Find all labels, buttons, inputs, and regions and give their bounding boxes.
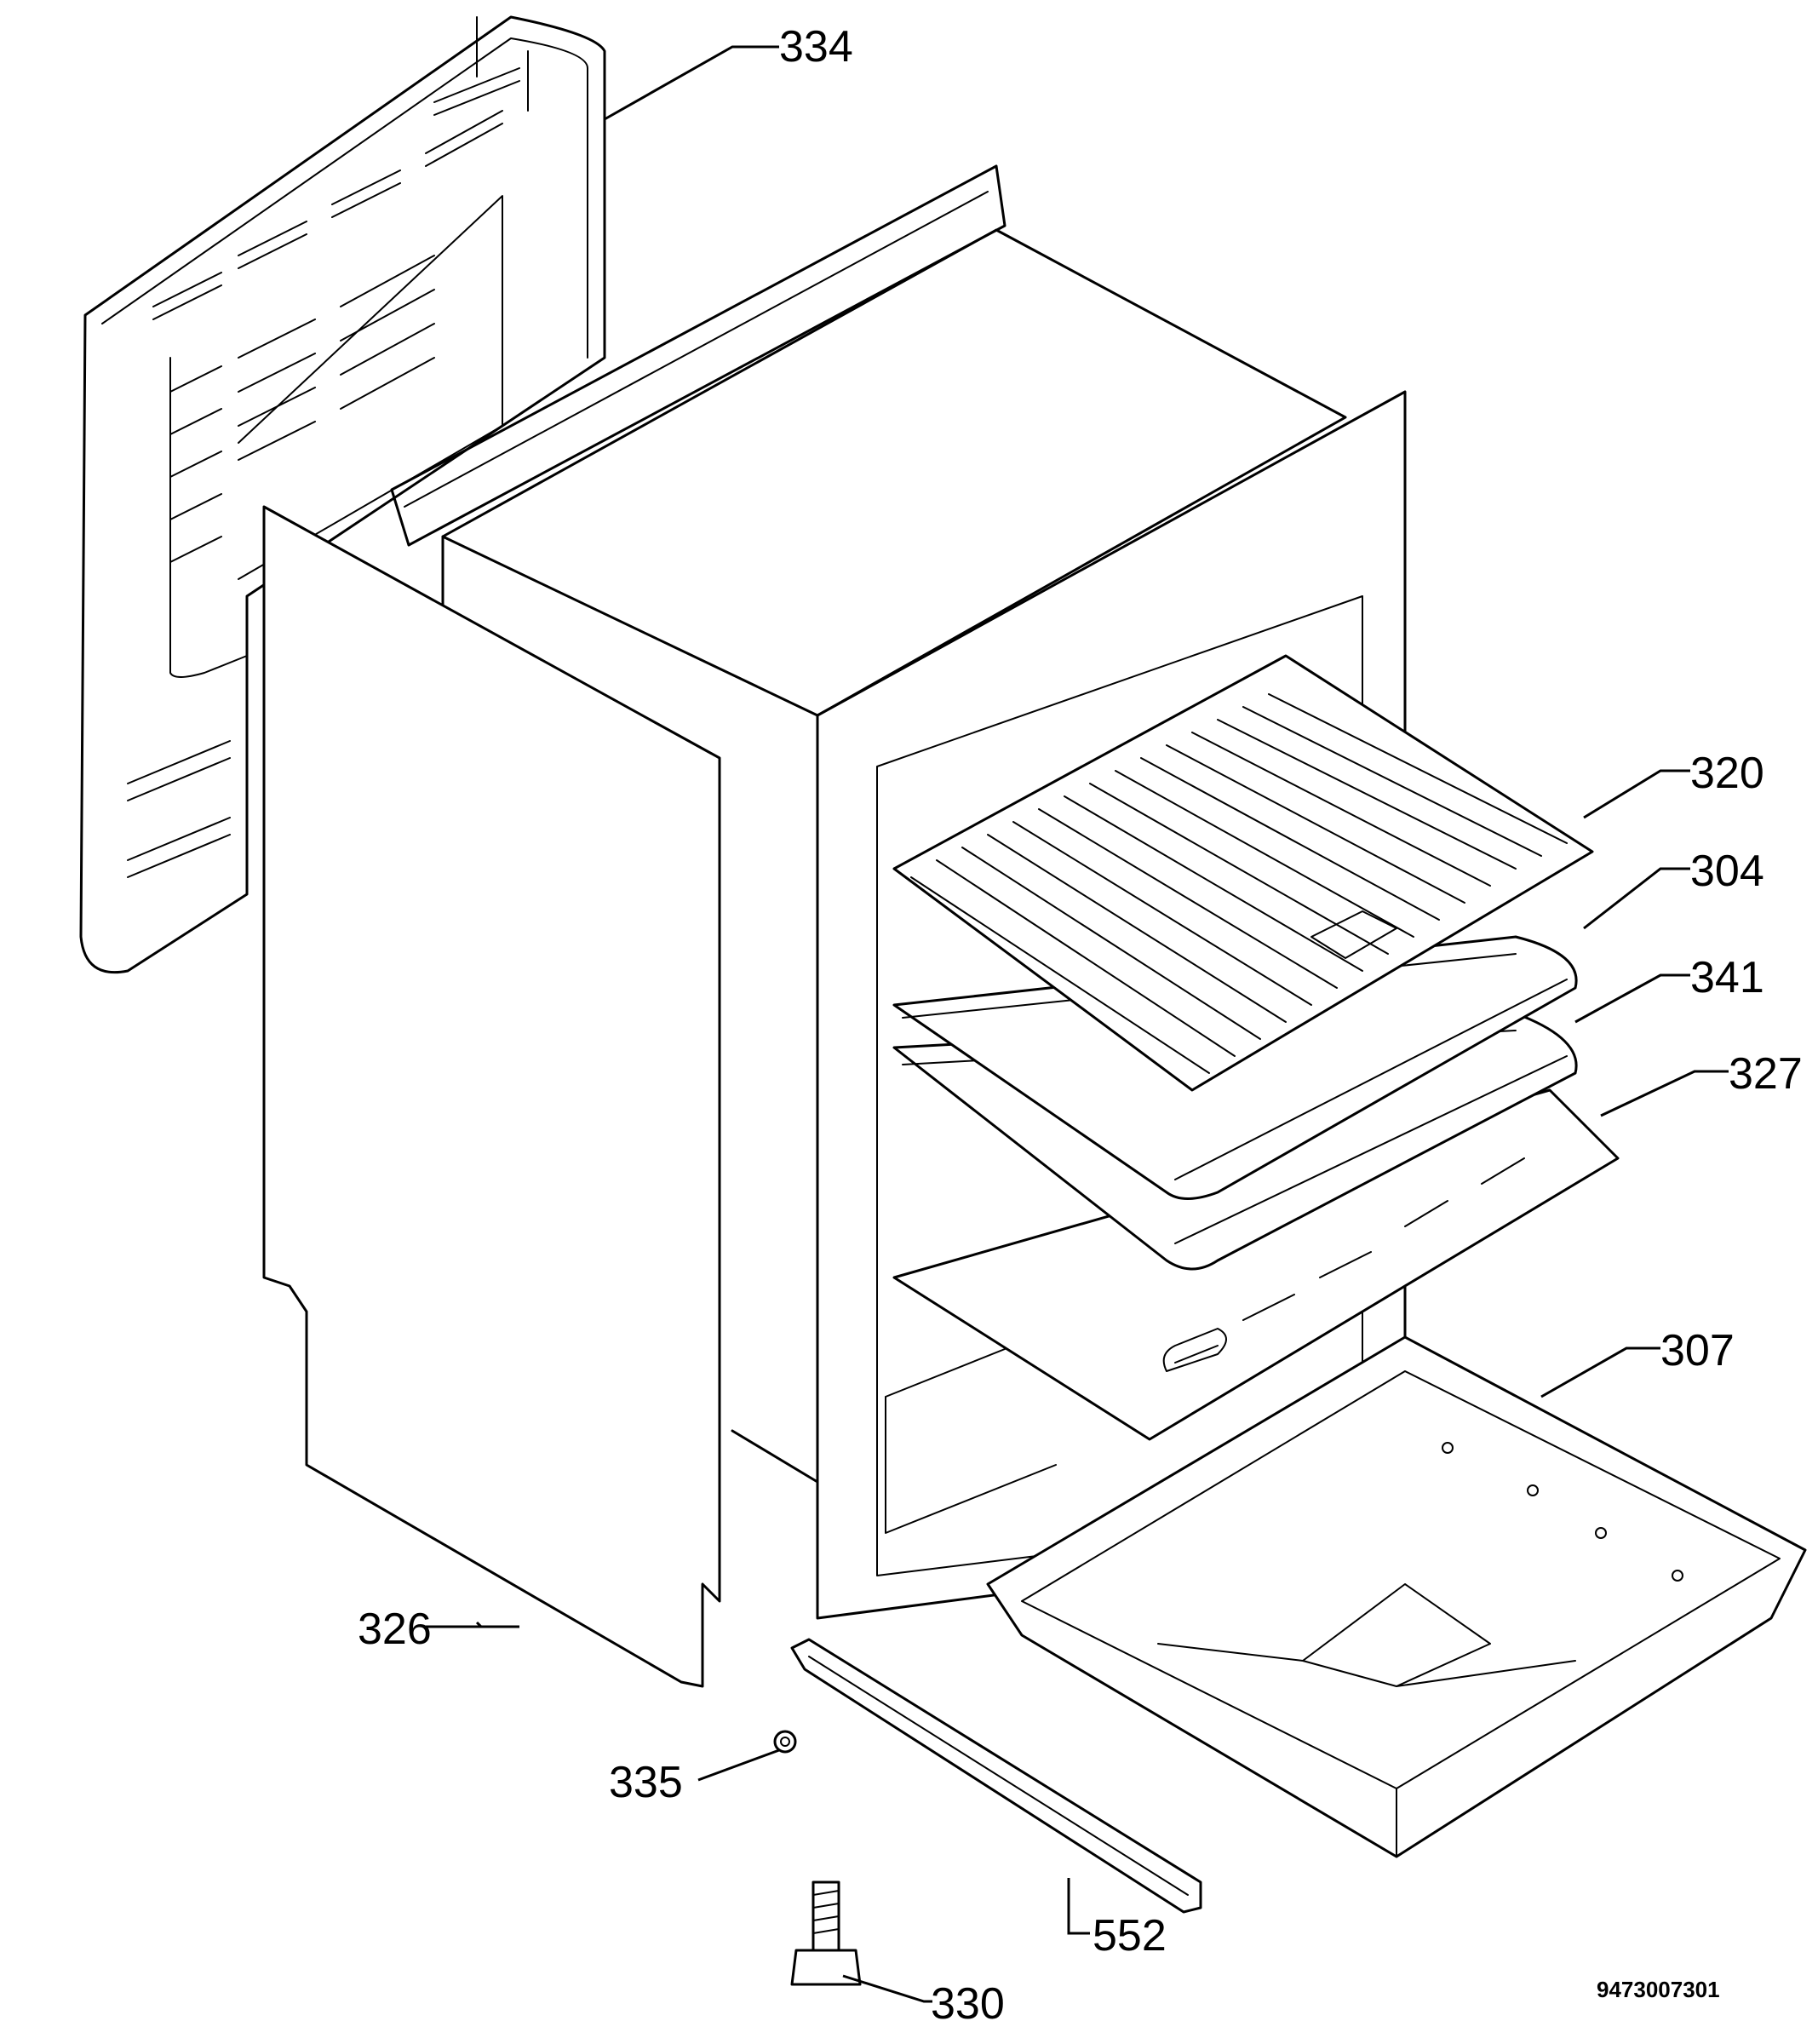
leader-lines (426, 45, 1729, 2003)
label-330: 330 (931, 1979, 1005, 2029)
side-panel-326 (262, 505, 721, 1688)
label-341: 341 (1690, 953, 1764, 1002)
label-552: 552 (1093, 1911, 1167, 1961)
document-number: 9473007301 (1597, 1977, 1720, 2002)
nut-335 (773, 1730, 797, 1754)
rear-panel-334 (79, 15, 606, 974)
foot-screw-330 (790, 1880, 862, 1986)
label-304: 304 (1690, 847, 1764, 896)
label-334: 334 (779, 22, 853, 72)
storage-drawer-307 (986, 1335, 1807, 1858)
label-335: 335 (609, 1758, 683, 1807)
label-307: 307 (1660, 1326, 1735, 1375)
label-326: 326 (358, 1605, 432, 1654)
label-320: 320 (1690, 749, 1764, 798)
baking-tray-327 (892, 1088, 1620, 1441)
label-327: 327 (1729, 1049, 1803, 1099)
callout-labels: 334 320 304 341 327 307 326 335 552 330 … (358, 22, 1803, 2029)
drawer-rail-552 (790, 1638, 1202, 1914)
wire-shelf-320 (892, 654, 1594, 1092)
